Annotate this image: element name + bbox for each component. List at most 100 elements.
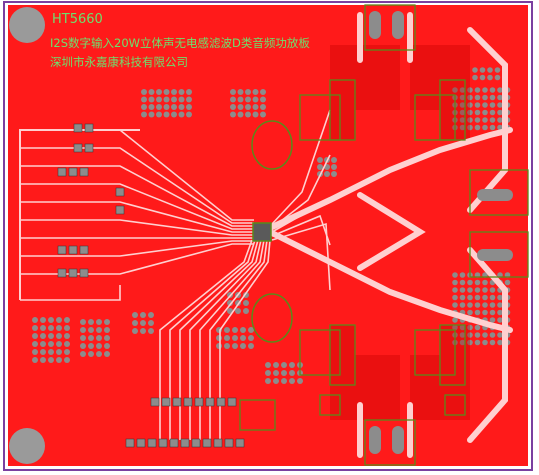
via-icon [452, 87, 458, 93]
via-icon [80, 351, 86, 357]
via-icon [96, 319, 102, 325]
via-icon [482, 109, 488, 116]
connector-icon [369, 426, 381, 454]
via-icon [452, 294, 458, 301]
signal-trace [20, 240, 254, 257]
via-icon [459, 109, 466, 116]
via-icon [494, 67, 501, 73]
via-icon [56, 325, 62, 331]
connector-icon [84, 143, 94, 153]
via-icon [459, 94, 466, 101]
via-icon [32, 341, 38, 347]
via-icon [40, 317, 46, 323]
via-icon [472, 67, 478, 73]
via-icon [163, 111, 170, 118]
via-icon [156, 89, 162, 95]
via-icon [467, 339, 473, 346]
via-icon [163, 89, 170, 95]
via-icon [171, 89, 177, 95]
via-icon [132, 320, 138, 326]
via-icon [156, 96, 162, 103]
via-icon [474, 332, 481, 338]
silkscreen-outline [444, 394, 466, 416]
via-icon [245, 104, 251, 110]
power-copper [330, 325, 400, 420]
via-icon [96, 335, 102, 341]
via-icon [148, 320, 154, 326]
via-icon [482, 87, 488, 93]
via-icon [148, 89, 155, 95]
via-icon [479, 67, 486, 73]
via-icon [474, 339, 481, 346]
connector-icon [205, 397, 215, 407]
via-icon [80, 327, 86, 333]
via-icon [482, 102, 488, 108]
signal-trace [169, 239, 256, 440]
via-icon [504, 279, 511, 286]
via-icon [104, 351, 110, 357]
via-icon [467, 117, 473, 123]
via-icon [237, 104, 244, 110]
via-icon [96, 343, 102, 349]
via-icon [459, 302, 466, 308]
connector-icon [79, 245, 89, 255]
via-icon [331, 164, 337, 170]
via-icon [80, 319, 86, 325]
via-icon [474, 124, 481, 131]
signal-trace [20, 285, 121, 301]
via-icon [497, 339, 503, 346]
silkscreen-outline [469, 169, 529, 216]
via-icon [489, 332, 496, 338]
via-icon [248, 327, 254, 333]
via-icon [104, 335, 110, 341]
silkscreen-outline [299, 329, 341, 376]
via-icon [452, 302, 458, 308]
via-icon [497, 302, 503, 308]
board-outline [3, 1, 533, 471]
via-icon [80, 335, 86, 341]
via-icon [56, 349, 62, 355]
via-icon [245, 111, 251, 118]
via-icon [96, 351, 102, 357]
via-icon [467, 87, 473, 93]
via-icon [48, 349, 54, 355]
via-icon [40, 325, 46, 331]
via-icon [467, 294, 473, 301]
via-icon [467, 124, 473, 131]
via-icon [497, 87, 503, 93]
via-icon [88, 319, 94, 325]
via-icon [227, 300, 233, 306]
connector-icon [477, 249, 513, 261]
via-icon [489, 124, 496, 131]
via-icon [252, 111, 259, 118]
via-icon [467, 309, 473, 316]
via-icon [281, 370, 287, 376]
via-icon [40, 333, 46, 339]
mounting-hole-icon [9, 7, 45, 43]
via-icon [224, 343, 230, 349]
via-icon [482, 302, 488, 308]
via-icon [482, 294, 488, 301]
via-icon [178, 111, 185, 118]
via-icon [148, 111, 155, 118]
signal-trace [20, 201, 254, 233]
via-icon [56, 317, 62, 323]
via-icon [224, 335, 230, 341]
via-icon [459, 272, 466, 278]
silkscreen-outline [239, 399, 276, 431]
via-icon [252, 96, 259, 103]
via-icon [132, 312, 138, 318]
via-icon [467, 332, 473, 338]
via-icon [216, 335, 222, 341]
via-icon [459, 332, 466, 338]
via-icon [40, 349, 46, 355]
via-icon [489, 302, 496, 308]
connector-icon [191, 438, 201, 448]
via-icon [80, 343, 86, 349]
via-icon [474, 94, 481, 101]
via-icon [245, 96, 251, 103]
via-icon [289, 362, 295, 368]
via-icon [489, 339, 496, 346]
via-icon [232, 327, 238, 333]
via-icon [489, 287, 496, 293]
